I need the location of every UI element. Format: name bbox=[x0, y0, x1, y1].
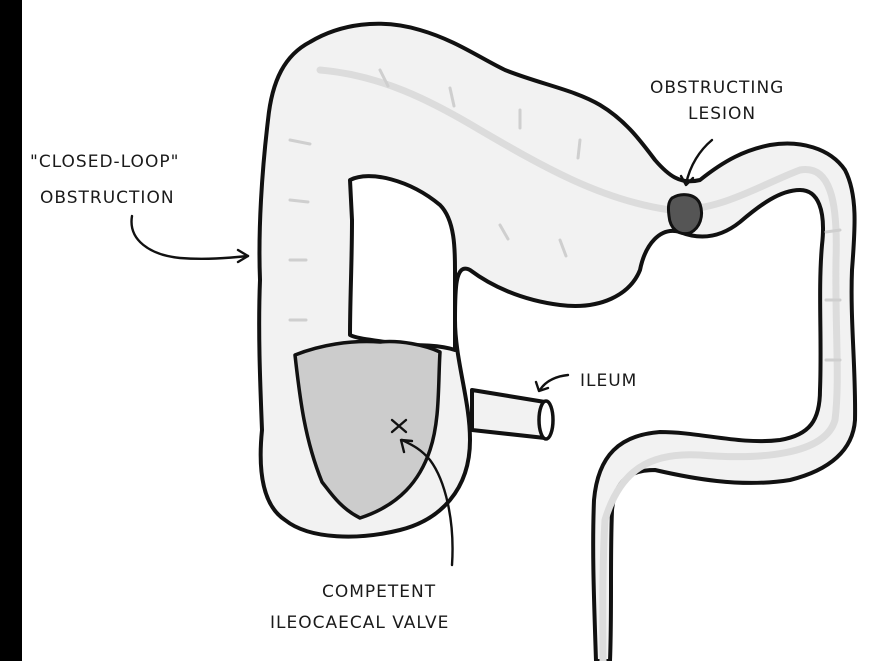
colon-diagram: "CLOSED-LOOP" OBSTRUCTION OBSTRUCTING LE… bbox=[22, 0, 892, 661]
obstructing-lesion bbox=[668, 195, 701, 234]
colon-inner-border bbox=[350, 176, 455, 350]
ileum-label: ILEUM bbox=[580, 371, 637, 391]
closed-loop-arrow bbox=[132, 216, 248, 259]
lesion-label-line1: OBSTRUCTING bbox=[650, 78, 784, 98]
lesion-label-line2: LESION bbox=[688, 104, 756, 124]
diagram-canvas: "CLOSED-LOOP" OBSTRUCTION OBSTRUCTING LE… bbox=[22, 0, 892, 661]
ileum-arrow bbox=[540, 375, 568, 390]
closed-loop-label-line2: OBSTRUCTION bbox=[40, 188, 175, 208]
valve-label-line1: COMPETENT bbox=[322, 582, 436, 602]
closed-loop-label-line1: "CLOSED-LOOP" bbox=[30, 152, 179, 172]
ileum-opening bbox=[539, 401, 553, 439]
ileum-tube bbox=[472, 390, 545, 438]
valve-label-line2: ILEOCAECAL VALVE bbox=[270, 613, 449, 633]
